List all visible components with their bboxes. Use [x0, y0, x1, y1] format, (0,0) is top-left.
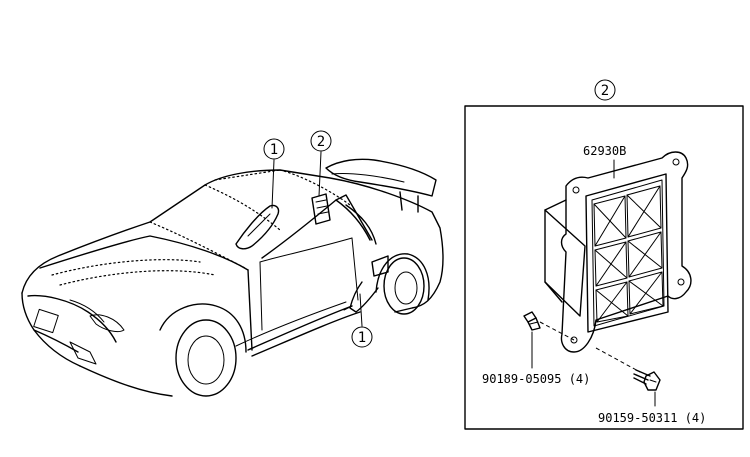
- car-illustration: [21, 158, 444, 397]
- callout-2-box: 2: [594, 79, 616, 101]
- callout-1-lower: 1: [351, 326, 373, 348]
- detail-box: [464, 105, 744, 430]
- svg-text:2: 2: [601, 83, 609, 99]
- part-number-62930B: 62930B: [583, 144, 626, 158]
- svg-text:1: 1: [270, 142, 278, 158]
- callout-2-car: 2: [310, 130, 332, 152]
- screw-fastener: [633, 369, 661, 391]
- vent-grille-part: [544, 151, 692, 353]
- svg-text:1: 1: [358, 330, 366, 346]
- part-number-90159-50311: 90159-50311 (4): [598, 411, 706, 425]
- svg-text:2: 2: [317, 134, 325, 150]
- callout-1-upper: 1: [263, 138, 285, 160]
- part-number-90189-05095: 90189-05095 (4): [482, 372, 590, 386]
- clip-fastener: [523, 311, 541, 331]
